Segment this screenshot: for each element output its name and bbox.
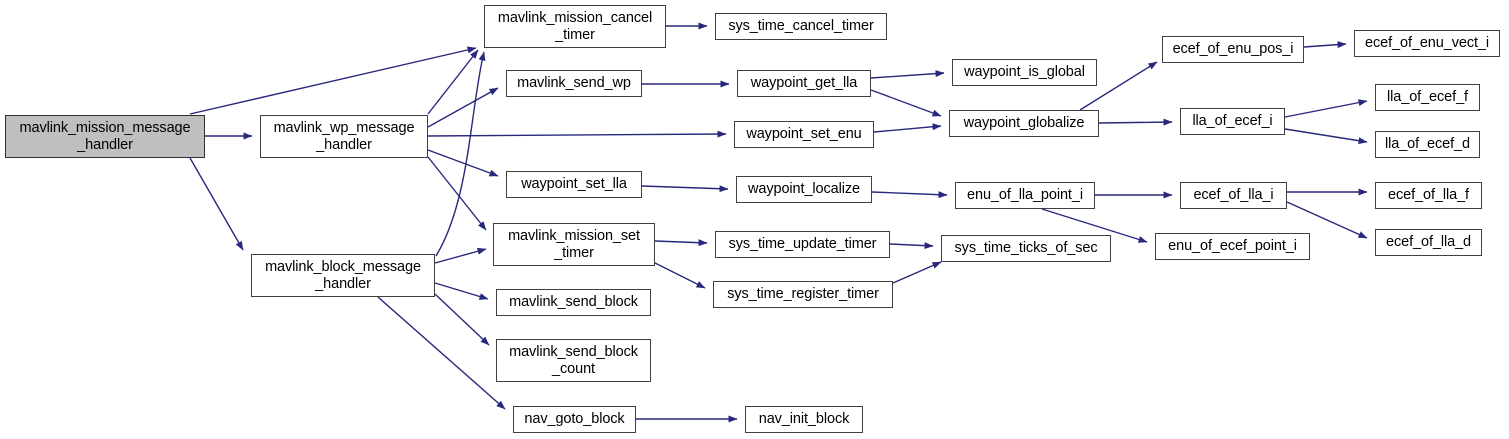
- node-label-ecef_of_lla_i: ecef_of_lla_i: [1193, 187, 1274, 203]
- edge-lla_of_ecef_i-to-lla_of_ecef_d: [1284, 128, 1368, 145]
- node-label-enu_of_ecef_point_i: enu_of_ecef_point_i: [1168, 238, 1297, 254]
- node-label-mavlink_mission_cancel_timer: mavlink_mission_cancel _timer: [497, 9, 653, 43]
- node-label-sys_time_ticks_of_sec: sys_time_ticks_of_sec: [954, 240, 1098, 256]
- node-waypoint_globalize[interactable]: waypoint_globalize: [949, 110, 1099, 137]
- node-label-ecef_of_enu_pos_i: ecef_of_enu_pos_i: [1172, 41, 1294, 57]
- node-label-mavlink_send_wp: mavlink_send_wp: [517, 75, 631, 91]
- node-label-waypoint_get_lla: waypoint_get_lla: [750, 75, 858, 91]
- node-label-waypoint_is_global: waypoint_is_global: [964, 64, 1085, 80]
- edge-mavlink_wp_message_handler-to-mavlink_send_wp: [427, 87, 499, 128]
- edge-waypoint_localize-to-enu_of_lla_point_i: [871, 191, 948, 199]
- node-nav_init_block[interactable]: nav_init_block: [745, 406, 863, 433]
- node-lla_of_ecef_f[interactable]: lla_of_ecef_f: [1375, 84, 1480, 111]
- node-label-mavlink_mission_set_timer: mavlink_mission_set _timer: [508, 227, 640, 261]
- node-enu_of_ecef_point_i[interactable]: enu_of_ecef_point_i: [1155, 233, 1310, 260]
- edge-waypoint_get_lla-to-waypoint_is_global: [870, 70, 945, 79]
- edge-mavlink_block_message_handler-to-mavlink_send_block_count: [434, 293, 490, 346]
- node-lla_of_ecef_d[interactable]: lla_of_ecef_d: [1375, 131, 1480, 158]
- edge-ecef_of_enu_pos_i-to-ecef_of_enu_vect_i: [1303, 41, 1347, 49]
- node-mavlink_send_wp[interactable]: mavlink_send_wp: [506, 70, 642, 97]
- node-waypoint_set_enu[interactable]: waypoint_set_enu: [734, 121, 874, 148]
- node-mavlink_send_block[interactable]: mavlink_send_block: [496, 289, 651, 316]
- node-label-ecef_of_lla_f: ecef_of_lla_f: [1388, 187, 1469, 203]
- edge-sys_time_update_timer-to-sys_time_ticks_of_sec: [889, 242, 934, 250]
- node-label-mavlink_send_block_count: mavlink_send_block _count: [509, 343, 638, 377]
- edge-waypoint_get_lla-to-waypoint_globalize: [870, 89, 942, 117]
- node-waypoint_set_lla[interactable]: waypoint_set_lla: [506, 171, 642, 198]
- node-label-nav_goto_block: nav_goto_block: [524, 411, 625, 427]
- node-label-ecef_of_lla_d: ecef_of_lla_d: [1386, 234, 1471, 250]
- edge-mavlink_wp_message_handler-to-waypoint_set_enu: [427, 130, 727, 138]
- node-mavlink_block_message_handler[interactable]: mavlink_block_message _handler: [251, 254, 435, 297]
- node-lla_of_ecef_i[interactable]: lla_of_ecef_i: [1180, 108, 1285, 135]
- edge-mavlink_mission_set_timer-to-sys_time_update_timer: [654, 239, 708, 247]
- node-sys_time_update_timer[interactable]: sys_time_update_timer: [715, 231, 890, 258]
- node-enu_of_lla_point_i[interactable]: enu_of_lla_point_i: [955, 182, 1095, 209]
- edge-mavlink_mission_set_timer-to-sys_time_register_timer: [654, 262, 706, 289]
- node-label-nav_init_block: nav_init_block: [758, 411, 850, 427]
- node-ecef_of_enu_pos_i[interactable]: ecef_of_enu_pos_i: [1162, 36, 1304, 63]
- node-label-enu_of_lla_point_i: enu_of_lla_point_i: [967, 187, 1083, 203]
- node-label-sys_time_cancel_timer: sys_time_cancel_timer: [728, 18, 874, 34]
- edge-mavlink_mission_message_handler-to-mavlink_block_message_handler: [189, 157, 244, 251]
- node-label-waypoint_set_lla: waypoint_set_lla: [521, 176, 627, 192]
- node-ecef_of_enu_vect_i[interactable]: ecef_of_enu_vect_i: [1354, 30, 1500, 57]
- edge-mavlink_wp_message_handler-to-waypoint_set_lla: [427, 149, 499, 177]
- node-ecef_of_lla_f[interactable]: ecef_of_lla_f: [1375, 182, 1482, 209]
- edge-mavlink_wp_message_handler-to-mavlink_mission_set_timer: [427, 156, 487, 231]
- edge-mavlink_wp_message_handler-to-mavlink_mission_cancel_timer: [427, 49, 479, 115]
- node-label-lla_of_ecef_d: lla_of_ecef_d: [1385, 136, 1470, 152]
- node-label-waypoint_set_enu: waypoint_set_enu: [746, 126, 862, 142]
- node-label-lla_of_ecef_f: lla_of_ecef_f: [1387, 89, 1468, 105]
- node-label-sys_time_register_timer: sys_time_register_timer: [727, 286, 879, 302]
- node-nav_goto_block[interactable]: nav_goto_block: [513, 406, 636, 433]
- edge-mavlink_block_message_handler-to-nav_goto_block: [377, 296, 506, 410]
- node-label-mavlink_wp_message_handler: mavlink_wp_message _handler: [273, 119, 415, 153]
- node-label-lla_of_ecef_i: lla_of_ecef_i: [1192, 113, 1273, 129]
- node-sys_time_ticks_of_sec[interactable]: sys_time_ticks_of_sec: [941, 235, 1111, 262]
- node-sys_time_register_timer[interactable]: sys_time_register_timer: [713, 281, 893, 308]
- node-mavlink_send_block_count[interactable]: mavlink_send_block _count: [496, 339, 651, 382]
- edge-sys_time_register_timer-to-sys_time_ticks_of_sec: [892, 261, 942, 284]
- edge-mavlink_block_message_handler-to-mavlink_send_block: [434, 282, 489, 300]
- node-label-ecef_of_enu_vect_i: ecef_of_enu_vect_i: [1365, 35, 1489, 51]
- node-ecef_of_lla_i[interactable]: ecef_of_lla_i: [1180, 182, 1287, 209]
- node-waypoint_is_global[interactable]: waypoint_is_global: [952, 59, 1097, 86]
- node-label-sys_time_update_timer: sys_time_update_timer: [728, 236, 877, 252]
- node-label-waypoint_localize: waypoint_localize: [748, 181, 860, 197]
- node-waypoint_get_lla[interactable]: waypoint_get_lla: [737, 70, 871, 97]
- node-sys_time_cancel_timer[interactable]: sys_time_cancel_timer: [715, 13, 887, 40]
- node-mavlink_mission_set_timer[interactable]: mavlink_mission_set _timer: [493, 223, 655, 266]
- node-mavlink_mission_message_handler[interactable]: mavlink_mission_message _handler: [5, 115, 205, 158]
- edge-mavlink_block_message_handler-to-mavlink_mission_set_timer: [434, 247, 487, 264]
- node-mavlink_wp_message_handler[interactable]: mavlink_wp_message _handler: [260, 115, 428, 158]
- edge-mavlink_mission_message_handler-to-mavlink_mission_cancel_timer: [189, 46, 477, 115]
- node-mavlink_mission_cancel_timer[interactable]: mavlink_mission_cancel _timer: [484, 5, 666, 48]
- node-waypoint_localize[interactable]: waypoint_localize: [736, 176, 872, 203]
- node-label-mavlink_send_block: mavlink_send_block: [509, 294, 638, 310]
- edge-waypoint_globalize-to-lla_of_ecef_i: [1098, 118, 1173, 126]
- edge-waypoint_set_enu-to-waypoint_globalize: [873, 123, 942, 133]
- node-label-mavlink_block_message_handler: mavlink_block_message _handler: [265, 258, 421, 292]
- node-label-waypoint_globalize: waypoint_globalize: [963, 115, 1085, 131]
- node-label-mavlink_mission_message_handler: mavlink_mission_message _handler: [19, 119, 191, 153]
- edge-lla_of_ecef_i-to-lla_of_ecef_f: [1284, 99, 1368, 118]
- edge-mavlink_block_message_handler-to-mavlink_mission_cancel_timer: [435, 51, 486, 257]
- edge-waypoint_set_lla-to-waypoint_localize: [641, 185, 729, 193]
- node-ecef_of_lla_d[interactable]: ecef_of_lla_d: [1375, 229, 1482, 256]
